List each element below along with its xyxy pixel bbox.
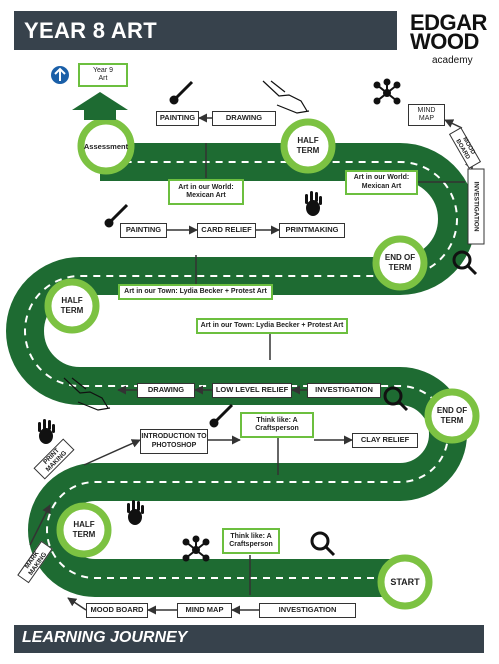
box-world-topic-left: Art in our World: Mexican Art (168, 179, 244, 205)
year9-arrow-head (72, 92, 128, 110)
box-investigation-1: INVESTIGATION (259, 603, 356, 618)
node-half-term-1: HALF TERM (72, 520, 96, 539)
footer-bar: LEARNING JOURNEY (14, 625, 484, 653)
box-painting-5: PAINTING (156, 111, 199, 126)
box-think-like-1: Think like: A Craftsperson (222, 528, 280, 554)
page-title: YEAR 8 ART (24, 18, 157, 43)
node-end-of-term-1: END OF TERM (436, 406, 468, 425)
box-town-topic-1: Art in our Town: Lydia Becker + Protest … (196, 318, 348, 334)
milestone-rings (44, 117, 480, 610)
node-end-of-term-2: END OF TERM (384, 253, 416, 272)
node-assessment: Assessment (83, 141, 129, 151)
paintbrush-icon (104, 80, 234, 428)
box-think-like-2: Think like: A Craftsperson (240, 412, 314, 438)
ring-end-of-term-1 (424, 388, 480, 444)
logo-text-wood: WOOD (410, 29, 479, 54)
node-half-term-2: HALF TERM (60, 296, 84, 315)
box-mind-map-5: MIND MAP (408, 104, 445, 126)
header-bar: YEAR 8 ART (14, 11, 397, 50)
node-start: START (390, 576, 420, 587)
ring-half-term-2 (44, 278, 100, 334)
box-clay-relief: CLAY RELIEF (352, 433, 418, 448)
footer-title: LEARNING JOURNEY (22, 629, 188, 646)
ring-end-of-term-2 (372, 235, 428, 291)
drawing-hand-icon (63, 80, 310, 411)
box-town-topic-2: Art in our Town: Lydia Becker + Protest … (118, 284, 273, 300)
school-logo: EDGAR WOOD academy (410, 10, 487, 72)
node-year9: Year 9 Art (78, 63, 128, 87)
magnifier-icon (310, 250, 478, 557)
box-investigation-5: INVESTIGATION (467, 168, 485, 245)
logo-text-academy: academy (432, 55, 473, 66)
mind-map-icon (182, 78, 401, 562)
box-painting-4: PAINTING (120, 223, 167, 238)
ring-start (377, 554, 433, 610)
box-world-topic-right: Art in our World: Mexican Art (345, 170, 418, 195)
box-drawing-3: DRAWING (137, 383, 195, 398)
box-mind-map-1: MIND MAP (177, 603, 232, 618)
road-centerline (24, 161, 458, 579)
logo-text-edgar: EDGAR (410, 10, 487, 35)
box-printmaking: PRINTMAKING (279, 223, 345, 238)
box-low-level-relief: LOW LEVEL RELIEF (212, 383, 292, 398)
ring-half-term-1 (56, 502, 112, 558)
box-mood-board-1: MOOD BOARD (86, 603, 148, 618)
node-half-term-3: HALF TERM (296, 136, 320, 155)
handprint-icon (38, 191, 322, 525)
box-intro-photoshop: INTRODUCTION TO PHOTOSHOP (140, 429, 208, 454)
box-drawing-5: DRAWING (212, 111, 276, 126)
box-investigation-3: INVESTIGATION (307, 383, 381, 398)
box-card-relief: CARD RELIEF (197, 223, 256, 238)
ring-half-term-3 (280, 118, 336, 174)
ring-assessment (77, 117, 135, 175)
